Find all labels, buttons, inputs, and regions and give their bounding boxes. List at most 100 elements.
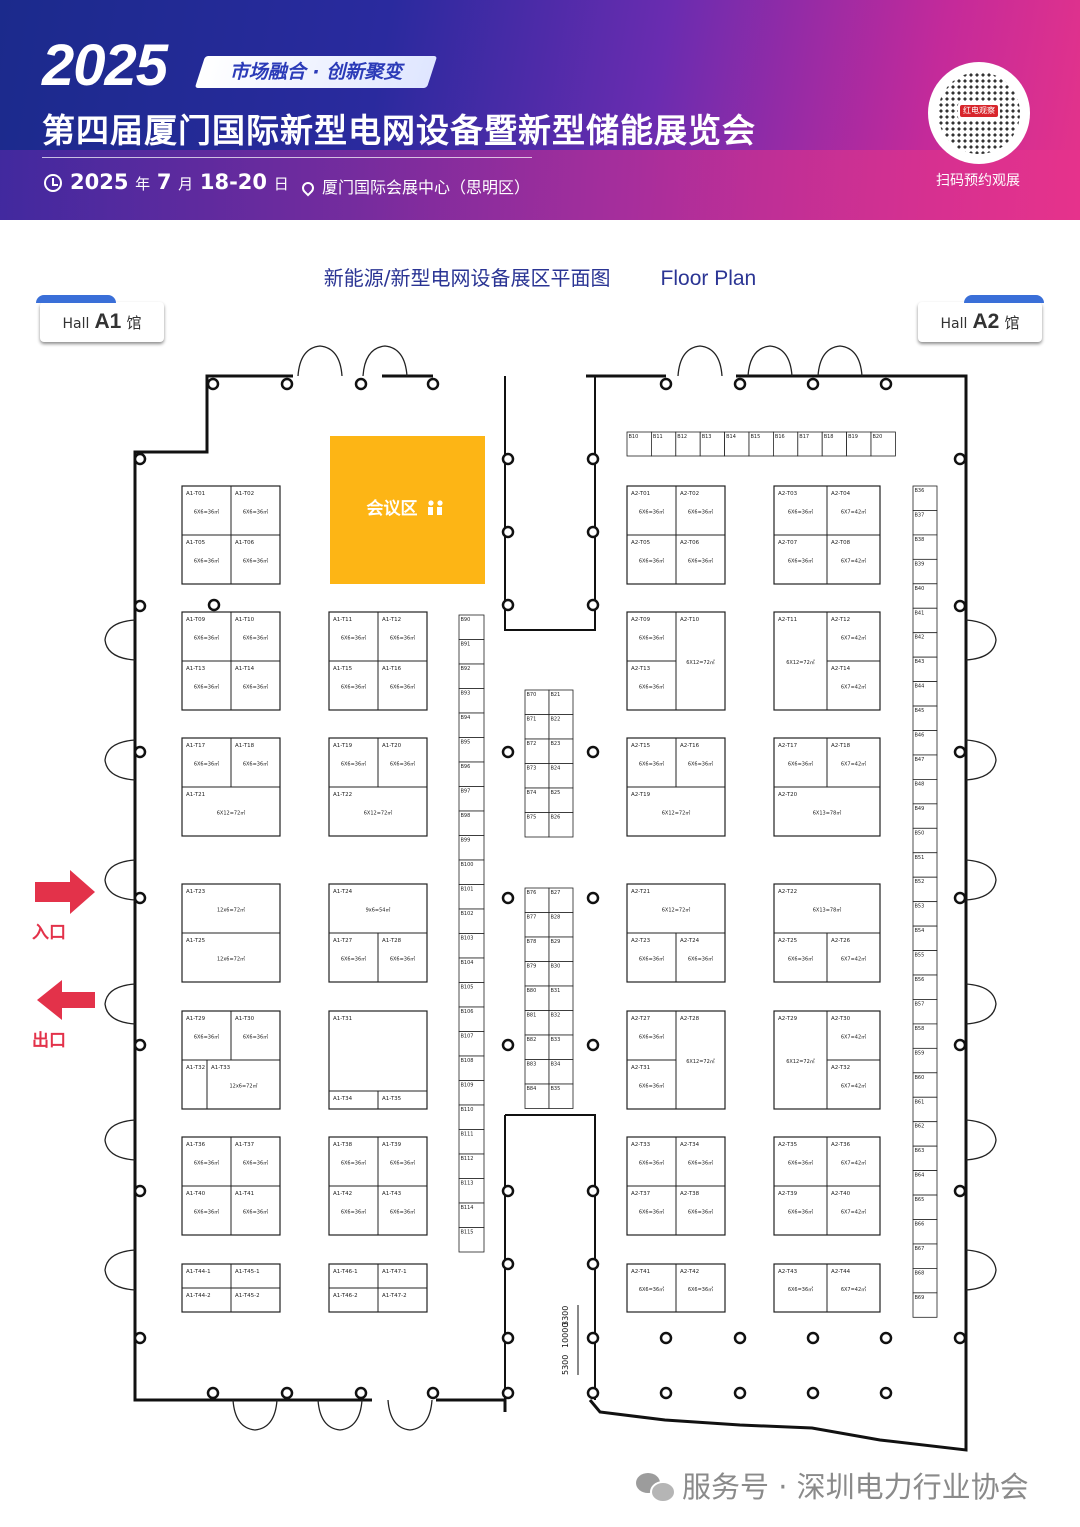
- small-booth[interactable]: B45: [912, 705, 938, 731]
- small-booth[interactable]: B71: [524, 714, 550, 740]
- small-booth[interactable]: B92: [458, 663, 485, 689]
- small-booth[interactable]: B57: [912, 999, 938, 1025]
- small-booth[interactable]: B18: [821, 431, 848, 457]
- small-booth[interactable]: B30: [548, 961, 574, 987]
- small-booth[interactable]: B82: [524, 1034, 550, 1060]
- qr-code[interactable]: 红电观察: [928, 62, 1030, 164]
- small-booth[interactable]: B65: [912, 1194, 938, 1220]
- small-booth[interactable]: B48: [912, 779, 938, 805]
- small-booth[interactable]: B11: [651, 431, 677, 457]
- small-booth[interactable]: B64: [912, 1170, 938, 1196]
- small-booth[interactable]: B60: [912, 1072, 938, 1098]
- small-booth[interactable]: B56: [912, 974, 938, 1000]
- small-booth[interactable]: B110: [458, 1104, 485, 1130]
- small-booth[interactable]: B93: [458, 688, 485, 714]
- small-booth[interactable]: B50: [912, 827, 938, 854]
- small-booth[interactable]: B111: [458, 1129, 485, 1155]
- small-booth[interactable]: B81: [524, 1010, 550, 1036]
- small-booth[interactable]: B109: [458, 1080, 485, 1106]
- small-booth[interactable]: B41: [912, 607, 938, 634]
- small-booth[interactable]: B14: [724, 431, 750, 457]
- small-booth[interactable]: B23: [548, 738, 574, 764]
- small-booth[interactable]: B40: [912, 583, 938, 609]
- small-booth[interactable]: B34: [548, 1059, 574, 1085]
- small-booth[interactable]: B10: [626, 431, 652, 457]
- small-booth[interactable]: B84: [524, 1083, 550, 1109]
- small-booth[interactable]: B95: [458, 737, 485, 763]
- small-booth[interactable]: B97: [458, 786, 485, 812]
- small-booth[interactable]: B77: [524, 912, 550, 938]
- small-booth[interactable]: B103: [458, 933, 485, 959]
- small-booth[interactable]: B35: [548, 1083, 574, 1109]
- small-booth[interactable]: B46: [912, 730, 938, 756]
- small-booth[interactable]: B25: [548, 787, 574, 813]
- small-booth[interactable]: B67: [912, 1243, 938, 1269]
- small-booth[interactable]: B24: [548, 763, 574, 789]
- small-booth[interactable]: B91: [458, 639, 485, 665]
- small-booth[interactable]: B55: [912, 950, 938, 976]
- small-booth[interactable]: B108: [458, 1055, 485, 1081]
- small-booth[interactable]: B39: [912, 558, 938, 585]
- small-booth[interactable]: B76: [524, 887, 550, 913]
- small-booth[interactable]: B94: [458, 712, 485, 738]
- booth[interactable]: A1-T45-2: [230, 1287, 281, 1313]
- small-booth[interactable]: B106: [458, 1006, 485, 1032]
- small-booth[interactable]: B53: [912, 901, 938, 927]
- small-booth[interactable]: B112: [458, 1153, 485, 1179]
- small-booth[interactable]: B44: [912, 681, 938, 707]
- small-booth[interactable]: B114: [458, 1202, 485, 1228]
- small-booth[interactable]: B15: [748, 431, 774, 457]
- small-booth[interactable]: B90: [458, 614, 485, 640]
- small-booth[interactable]: B70: [524, 689, 550, 715]
- small-booth[interactable]: B83: [524, 1059, 550, 1085]
- small-booth[interactable]: B36: [912, 485, 938, 511]
- small-booth[interactable]: B62: [912, 1121, 938, 1147]
- small-booth[interactable]: B26: [548, 812, 574, 838]
- small-booth[interactable]: B68: [912, 1268, 938, 1294]
- small-booth[interactable]: B37: [912, 510, 938, 536]
- small-booth[interactable]: B17: [797, 431, 823, 457]
- booth[interactable]: A1-T35: [377, 1090, 428, 1110]
- small-booth[interactable]: B19: [846, 431, 872, 457]
- small-booth[interactable]: B58: [912, 1023, 938, 1049]
- small-booth[interactable]: B63: [912, 1145, 938, 1172]
- small-booth[interactable]: B33: [548, 1034, 574, 1060]
- small-booth[interactable]: B51: [912, 852, 938, 878]
- small-booth[interactable]: B52: [912, 876, 938, 903]
- small-booth[interactable]: B101: [458, 884, 485, 910]
- small-booth[interactable]: B78: [524, 936, 550, 962]
- booth[interactable]: A1-T47-2: [377, 1287, 428, 1313]
- small-booth[interactable]: B100: [458, 859, 485, 885]
- small-booth[interactable]: B13: [699, 431, 726, 457]
- small-booth[interactable]: B59: [912, 1047, 938, 1074]
- small-booth[interactable]: B54: [912, 925, 938, 951]
- small-booth[interactable]: B43: [912, 656, 938, 683]
- small-booth[interactable]: B75: [524, 812, 550, 838]
- small-booth[interactable]: B79: [524, 961, 550, 987]
- small-booth[interactable]: B22: [548, 714, 574, 740]
- small-booth[interactable]: B12: [675, 431, 701, 457]
- small-booth[interactable]: B105: [458, 982, 485, 1008]
- small-booth[interactable]: B72: [524, 738, 550, 764]
- small-booth[interactable]: B21: [548, 689, 574, 715]
- small-booth[interactable]: B38: [912, 534, 938, 560]
- small-booth[interactable]: B113: [458, 1178, 485, 1204]
- small-booth[interactable]: B96: [458, 761, 485, 787]
- small-booth[interactable]: B73: [524, 763, 550, 789]
